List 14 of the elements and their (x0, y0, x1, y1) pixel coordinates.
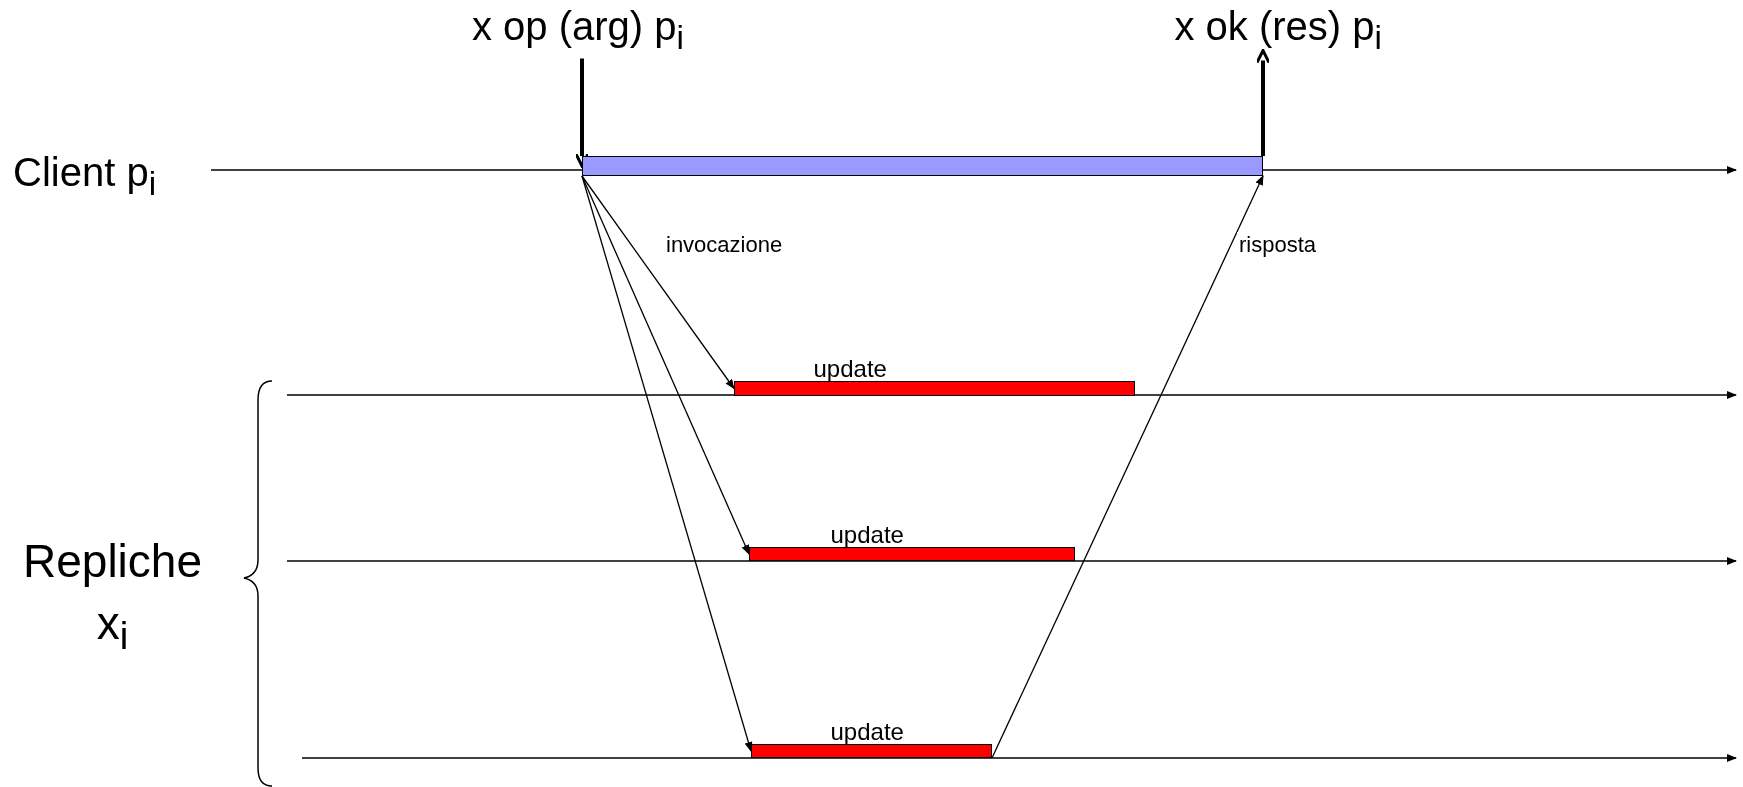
lifeline-label: Repliche x$_{i}$ (22, 534, 203, 660)
arrow (581, 175, 750, 555)
operation-label: x ok (res) p$_{i}$ (1174, 3, 1382, 57)
edge-label: risposta (1237, 232, 1319, 258)
arrow (1255, 49, 1271, 156)
bar-label: update (830, 521, 904, 549)
arrow (581, 175, 735, 390)
operation-label: x op (arg) p$_{i}$ (472, 3, 684, 57)
bar-label: update (830, 718, 904, 746)
arrow (991, 175, 1264, 759)
arrow (574, 58, 590, 168)
lifeline-label: Client p$_{i}$ (13, 149, 157, 204)
bar-label: update (813, 355, 887, 383)
arrow (581, 175, 753, 752)
